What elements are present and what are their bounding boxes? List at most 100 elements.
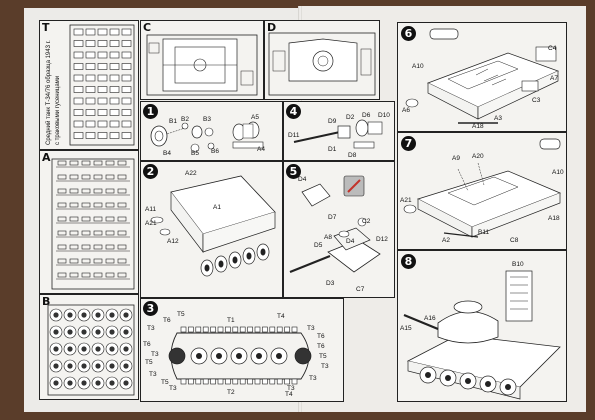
step-8-label-a15: A15 [400,325,412,332]
step-5-label-d7: D7 [328,214,337,221]
step-4-label-d8: D8 [348,152,357,159]
step-3-label-18: T3 [309,375,317,382]
step-3-label-4: T3 [147,325,155,332]
step-2-drawing [150,175,276,277]
step-4-label-d6: D6 [362,112,371,119]
step-7-panel: 7 A9 A20 A10 A21 A2 B11 C8 A18 [397,132,567,250]
step-1-label-b3: B3 [203,116,211,123]
step-1-label-a5: A5 [251,114,259,121]
step-3-label-9: T3 [149,371,157,378]
step-5-drawing [289,175,381,274]
step-1-label-b6: B6 [211,148,219,155]
sprue-a-letter: A [42,151,51,164]
step-8-label-b10: B10 [512,261,524,268]
step-2-label-a12: A12 [167,238,179,245]
sprue-d-drawing [268,32,376,96]
vertical-title-1: Средний танк Т-34/76 образца 1943 г. [46,40,52,145]
step-4-label-d9: D9 [328,118,337,125]
step-7-label-a20: A20 [472,153,484,160]
step-6-label-c3: C3 [532,97,541,104]
step-5-label-a8: A8 [324,234,332,241]
step-2-label-a22: A22 [185,170,197,177]
step-3-label-3: T4 [277,313,285,320]
step-7-label-a9: A9 [452,155,460,162]
step-6-label-c4: C4 [548,45,557,52]
step-3-label-0: T6 [163,317,171,324]
step-3-label-13: T4 [285,391,293,398]
step-7-label-b11: B11 [478,229,490,236]
step-3-panel: 3 T6 T5 T1 T4 T3 T3 T6 T3 T5 T3 T2 T3 T3… [140,298,344,402]
step-7-label-a18: A18 [548,215,560,222]
step-3-label-6: T6 [143,341,151,348]
step-7-label-a10: A10 [552,169,564,176]
step-3-label-1: T5 [177,311,185,318]
step-2-label-a11: A11 [145,206,157,213]
step-3-badge: 3 [143,301,158,316]
step-4-badge: 4 [286,104,301,119]
step-3-drawing [168,326,312,385]
step-3-label-19: T5 [161,379,169,386]
step-6-label-a3: A3 [494,115,502,122]
step-7-label-a21: A21 [400,197,412,204]
sprue-b-panel: B [39,294,139,400]
step-4-panel: 4 D9 D2 D6 D10 D11 D1 D8 [283,101,395,161]
step-3-label-10: T2 [227,389,235,396]
step-3-label-15: T5 [319,353,327,360]
step-5-label-d12: D12 [376,236,388,243]
sprue-a-drawing [51,158,135,290]
step-8-label-a16: A16 [424,315,436,322]
step-1-label-b4: B4 [163,150,171,157]
sprue-b-drawing [47,304,135,396]
step-6-badge: 6 [401,26,416,41]
step-6-label-a7: A7 [550,75,558,82]
step-3-label-11: T3 [169,385,177,392]
step-4-label-d11: D11 [288,132,300,139]
step-8-drawing [403,270,561,400]
step-5-panel: 5 D4 D7 C2 A8 D4 D12 D5 D3 C7 [283,161,395,298]
sprue-d-panel: D [264,20,380,100]
step-5-label-c2: C2 [362,218,371,225]
step-1-label-b5: B5 [191,150,199,157]
step-4-drawing [293,119,383,149]
step-1-panel: 1 A5 B1 B2 B3 B4 B5 B6 A4 [140,101,283,161]
vertical-title-2: с траковыми гусеницами [55,75,61,145]
step-1-drawing [150,121,264,153]
step-3-label-8: T5 [145,359,153,366]
sprue-t-drawing [69,24,135,146]
step-8-panel: 8 B10 A16 A15 [397,250,567,402]
step-6-label-a18: A18 [472,123,484,130]
step-6-drawing [405,28,560,124]
step-7-drawing [403,138,562,238]
step-4-label-d1: D1 [328,146,337,153]
sprue-t-letter: T [42,21,50,34]
step-4-label-d2: D2 [346,114,355,121]
step-3-label-16: T3 [321,363,329,370]
step-6-label-a10: A10 [412,63,424,70]
sprue-c-panel: C [140,20,264,100]
step-6-label-a6: A6 [402,107,410,114]
step-2-panel: 2 A22 A1 A11 A21 A12 [140,161,283,298]
step-5-label-d5: D5 [314,242,323,249]
step-8-badge: 8 [401,254,416,269]
step-7-label-a2: A2 [442,237,450,244]
step-2-label-a1: A1 [213,204,221,211]
step-5-label-c7: C7 [356,286,365,293]
step-5-label-d4b: D4 [346,238,355,245]
sprue-d-letter: D [267,21,277,34]
step-1-label-b1: B1 [169,118,177,125]
sprue-b-letter: B [42,295,51,308]
step-6-panel: 6 C4 A10 A7 A6 A3 C3 A18 [397,22,567,132]
step-3-label-14: T6 [317,343,325,350]
sprue-t-panel: T Средний танк Т-34/76 образца 1943 г. с… [39,20,139,150]
sprue-c-drawing [146,34,258,96]
sprue-c-letter: C [143,21,152,34]
step-1-label-b2: B2 [181,116,189,123]
step-1-badge: 1 [143,104,158,119]
step-1-label-a4: A4 [257,146,265,153]
step-5-badge: 5 [286,164,301,179]
step-7-label-c8: C8 [510,237,519,244]
step-3-label-7: T3 [151,351,159,358]
step-2-badge: 2 [143,164,158,179]
step-5-label-d3: D3 [326,280,335,287]
